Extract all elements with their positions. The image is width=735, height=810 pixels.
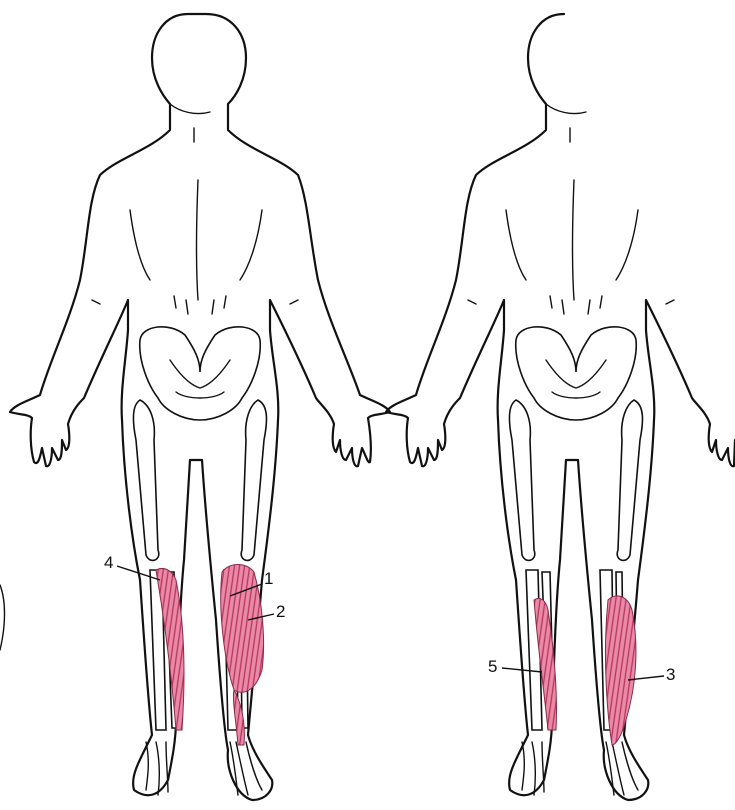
label-3: 3	[666, 665, 675, 684]
left-femur-right	[241, 400, 266, 560]
left-foot-bones-right	[230, 742, 262, 795]
right-pelvis	[516, 327, 637, 420]
right-elbow-marks	[468, 300, 674, 304]
left-back-left	[130, 210, 150, 280]
left-pelvis	[140, 327, 261, 420]
label-2: 2	[276, 602, 285, 621]
left-body-figure: 4 1 2	[10, 14, 390, 800]
left-femur-left	[133, 400, 158, 560]
left-elbow-marks	[92, 300, 298, 304]
right-lumbar-marks	[550, 296, 602, 314]
right-spine-line	[573, 180, 575, 300]
right-back-right	[616, 210, 638, 280]
right-femur-left	[509, 400, 534, 560]
right-femur-right	[617, 400, 642, 560]
left-neck-line	[170, 104, 210, 114]
left-back-right	[240, 210, 262, 280]
label-5: 5	[488, 657, 497, 676]
right-back-left	[506, 210, 526, 280]
muscle-3	[605, 596, 635, 745]
partial-figure-edge	[0, 585, 5, 650]
label-4: 4	[104, 553, 113, 572]
left-lumbar-marks	[174, 296, 226, 314]
right-foot-bones-right	[606, 742, 638, 795]
left-spine-line	[197, 180, 199, 300]
label-1: 1	[264, 569, 273, 588]
right-body-figure: 5 3	[386, 14, 735, 800]
right-neck-line	[546, 104, 586, 114]
